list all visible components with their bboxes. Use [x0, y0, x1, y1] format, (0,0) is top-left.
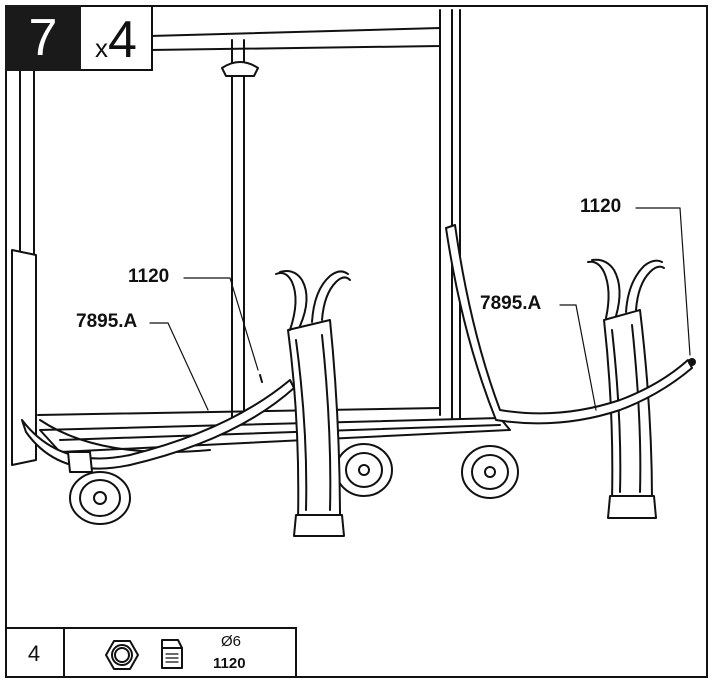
drawing-frame: [5, 5, 708, 678]
part-quantity: 4: [5, 629, 65, 678]
step-number: 7: [28, 9, 58, 67]
base-rail: [39, 417, 511, 453]
parts-icons: [105, 639, 183, 670]
callout-right-screw: 1120: [580, 196, 622, 217]
part-diameter: Ø6: [221, 633, 242, 650]
part-code: 1120: [213, 655, 246, 672]
multiplier-value: 4: [108, 11, 137, 69]
step-number-badge: 7: [5, 5, 81, 71]
leader-lines: [149, 207, 691, 411]
callout-left-bar: 7895.A: [76, 311, 138, 332]
right-wheel: [461, 445, 519, 499]
left-curved-bar: [21, 374, 295, 470]
hex-nut-icon: [105, 640, 139, 670]
callout-right-bar: 7895.A: [480, 293, 542, 314]
bolt-icon: [161, 639, 183, 669]
rear-frame: [11, 9, 461, 466]
multiplier-prefix: x: [95, 33, 109, 63]
parts-table: 4 Ø6 1120: [5, 627, 297, 678]
step-quantity-badge: x4: [81, 5, 153, 71]
callout-left-screw: 1120: [128, 266, 170, 287]
left-upright: [275, 270, 351, 537]
right-curved-bar: [445, 224, 696, 425]
left-wheel: [67, 451, 131, 525]
middle-wheel: [335, 443, 393, 497]
